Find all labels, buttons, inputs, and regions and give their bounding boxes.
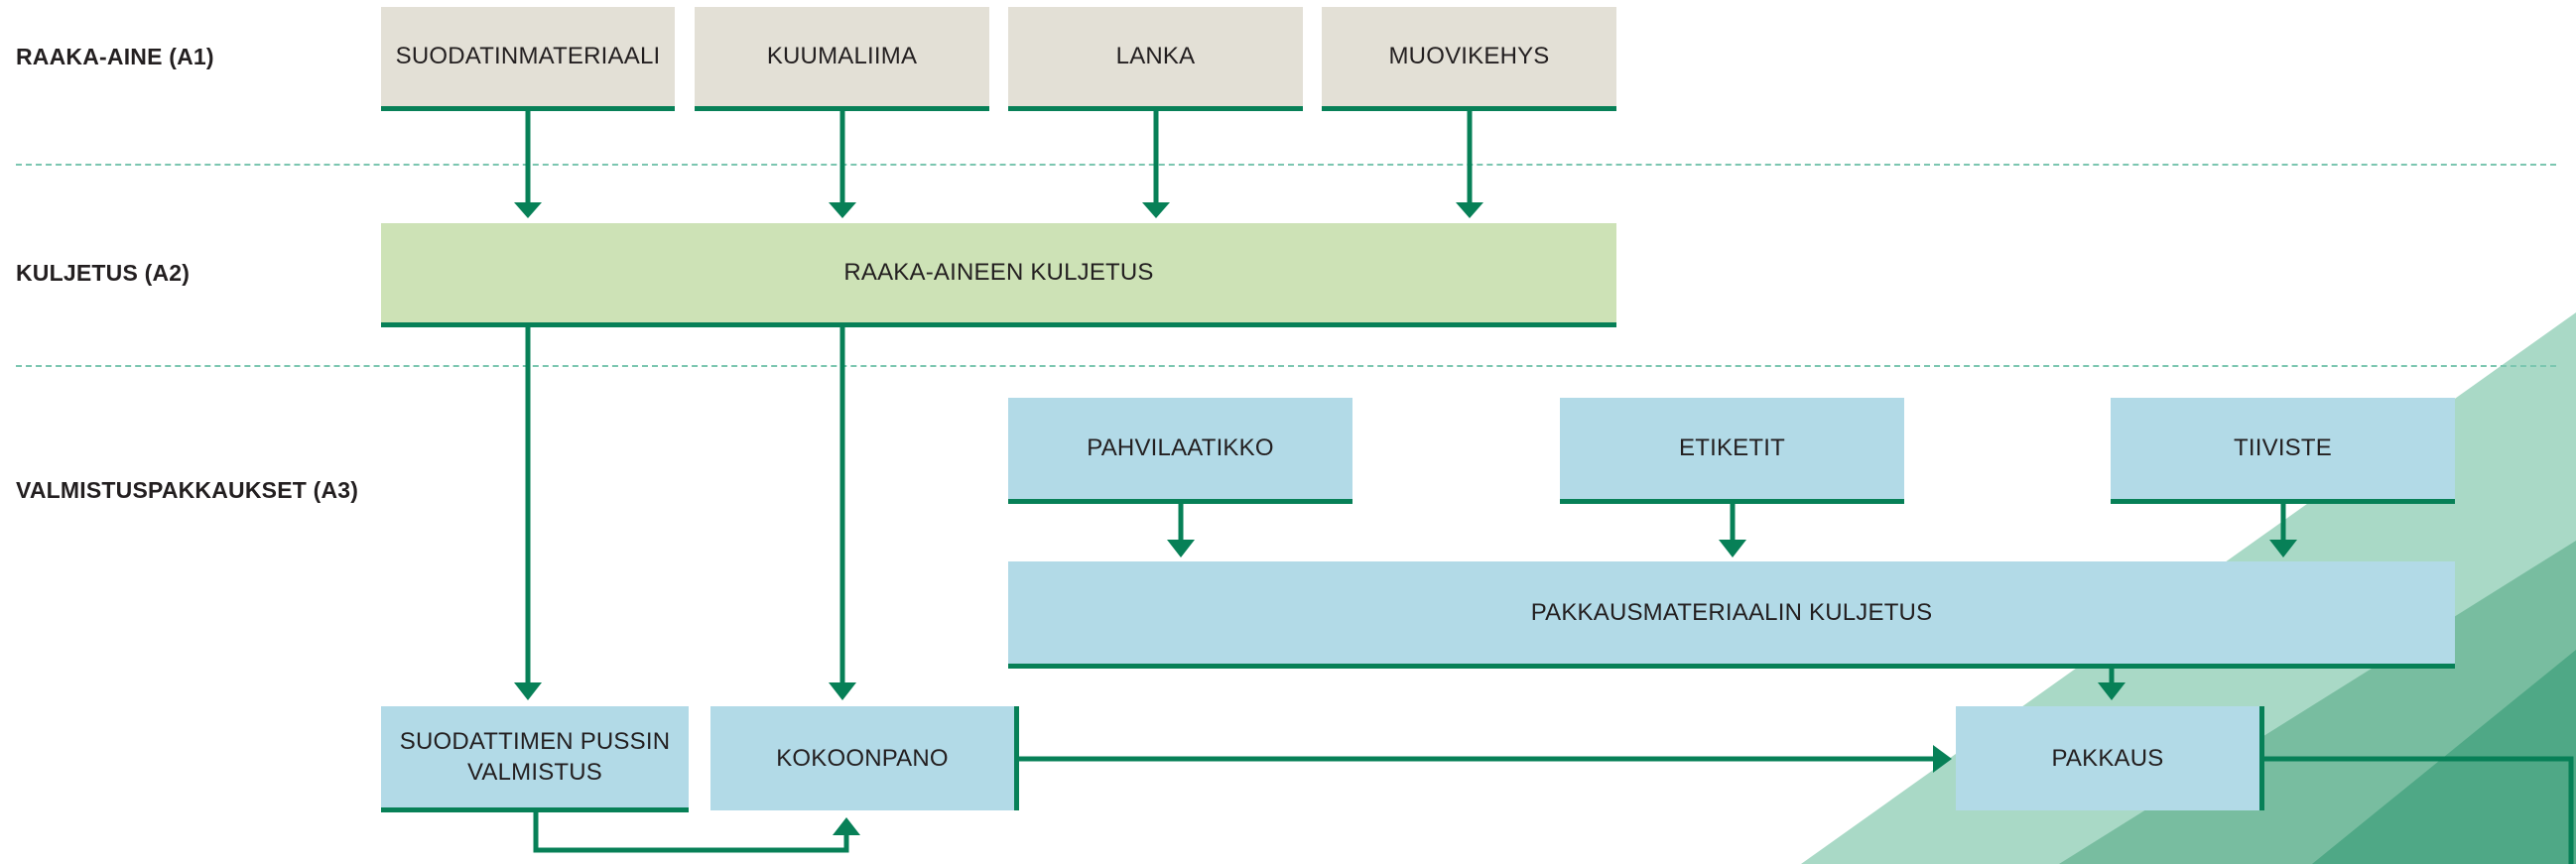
box-packaging-material-transport: PAKKAUSMATERIAALIN KULJETUS <box>1008 561 2455 669</box>
row-divider-2 <box>16 365 2556 367</box>
box-raw-material-transport: RAAKA-AINEEN KULJETUS <box>381 223 1616 327</box>
arrowhead <box>2098 682 2125 700</box>
filter-bag-label-line-1: SUODATTIMEN PUSSIN <box>399 727 671 755</box>
box-plastic-frame: MUOVIKEHYS <box>1322 7 1616 111</box>
arrowhead <box>1933 745 1952 773</box>
box-labels: ETIKETIT <box>1560 398 1904 504</box>
box-filter-bag-manufacturing: SUODATTIMEN PUSSIN VALMISTUS <box>381 706 689 812</box>
box-assembly: KOKOONPANO <box>710 706 1019 810</box>
arrowhead <box>829 202 856 218</box>
arrowhead <box>829 682 856 700</box>
box-cardboard-box: PAHVILAATIKKO <box>1008 398 1352 504</box>
connector-filter-bag-to-assembly <box>533 812 849 853</box>
connector-packing-output <box>2264 756 2574 864</box>
box-hot-melt-glue: KUUMALIIMA <box>695 7 989 111</box>
box-filter-material: SUODATINMATERIAALI <box>381 7 675 111</box>
arrowhead <box>1456 202 1483 218</box>
filter-bag-label-line-2: VALMISTUS <box>466 759 603 786</box>
arrowhead <box>514 202 542 218</box>
arrowhead <box>1167 540 1195 557</box>
arrowhead <box>1719 540 1746 557</box>
arrowhead <box>833 817 860 835</box>
row-label-raw-material: RAAKA-AINE (A1) <box>16 44 214 69</box>
arrowhead <box>514 682 542 700</box>
box-packing: PAKKAUS <box>1956 706 2264 810</box>
arrowhead <box>2269 540 2297 557</box>
box-seal: TIIVISTE <box>2111 398 2455 504</box>
row-divider-1 <box>16 164 2556 166</box>
arrowhead <box>1142 202 1170 218</box>
row-label-manufacturing: VALMISTUSPAKKAUKSET (A3) <box>16 477 359 503</box>
row-label-transport: KULJETUS (A2) <box>16 260 191 286</box>
box-thread: LANKA <box>1008 7 1303 111</box>
